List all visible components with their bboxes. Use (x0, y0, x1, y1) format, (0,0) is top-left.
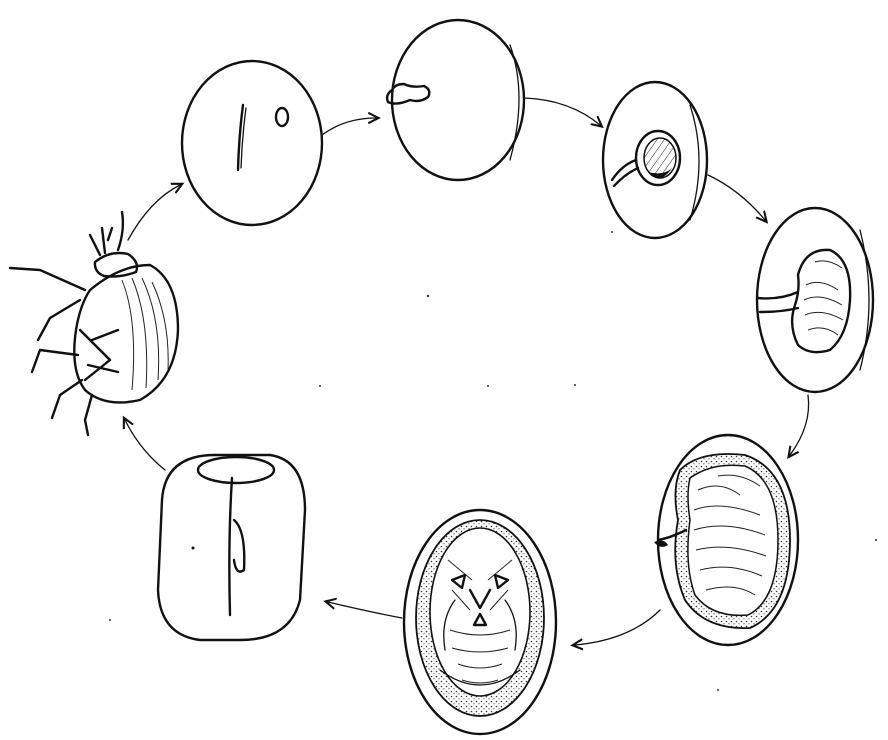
stage-young-larva (603, 82, 707, 238)
arrow-icon (575, 610, 660, 645)
arrow-icon (125, 420, 165, 470)
stage-seed-with-egg (182, 61, 322, 225)
stage-mature-larva (654, 435, 798, 645)
arrow-icon (525, 98, 600, 125)
egg-icon (276, 108, 288, 126)
arrow-icon (128, 185, 180, 240)
stage-larva-entering (387, 20, 524, 180)
stage-larva-growing (757, 208, 873, 392)
arrow-icon (790, 395, 809, 455)
arrow-icon (322, 118, 376, 135)
adult-beetle-icon (10, 212, 178, 435)
arrow-icon (328, 602, 402, 618)
stage-emergence-window (158, 455, 305, 640)
arrow-icon (708, 175, 765, 220)
stage-pupa (404, 510, 556, 734)
